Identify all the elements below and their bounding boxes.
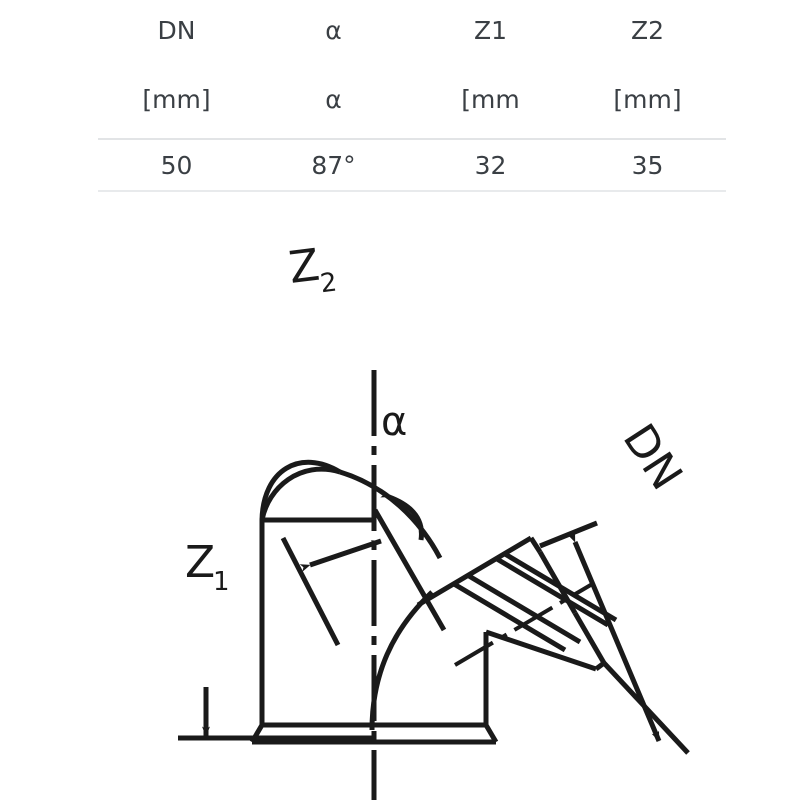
table-unit-row: [mm] α [mm [mm] [98,60,726,139]
dn-dimension [539,520,690,755]
z2-label-subscript: 2 [319,268,339,300]
spigot-step-top [528,536,543,554]
header-cell-z1: Z1 [473,15,508,45]
elbow-drawing: Z 2 α Z 1 DN [0,220,800,800]
back-arc-lower [259,466,341,521]
z2-extension-right [372,508,447,632]
alpha-arc-arrow [380,491,426,541]
spigot-rib-2 [467,573,582,645]
unit-cell-dn: [mm] [142,84,211,114]
table-data-row: 50 87° 32 35 [98,138,726,192]
dn-dimension-arrow [567,531,662,742]
body-crown-left [259,459,342,521]
header-cell-z2: Z2 [630,15,665,45]
z1-label: Z 1 [185,537,230,597]
unit-cell-z1: [mm [461,84,520,114]
z1-label-subscript: 1 [213,567,230,597]
value-cell-z2: 35 [569,138,726,192]
z1-dimension [178,687,372,741]
elbow-throat-curve [369,590,434,731]
spigot-rib-1 [452,581,567,653]
throat-inner-arc [369,590,434,731]
z2-label-base: Z [286,240,322,294]
specification-table: DN α Z1 Z2 [mm] α [mm [mm] 50 87° 32 35 [98,0,726,220]
dn-label: DN [613,415,692,499]
value-cell-alpha: 87° [255,138,412,192]
dimensions-table: DN α Z1 Z2 [mm] α [mm [mm] 50 87° 32 35 [98,0,726,192]
header-cell-dn: DN [157,15,196,45]
spigot-centerline [453,581,596,667]
spigot-centerline-path [453,581,596,667]
spigot-step-lower [594,661,606,671]
spigot-flank-left [416,535,533,608]
z2-label: Z 2 [286,240,339,300]
unit-cell-alpha: α [325,84,342,114]
unit-cell-z2: [mm] [613,84,682,114]
table-header-row: DN α Z1 Z2 [98,0,726,60]
alpha-angle-indicator [380,491,426,541]
z2-dimension-arrow [299,538,382,572]
alpha-label: α [381,399,407,445]
z2-extension-left [280,536,341,647]
rim-right-flare [483,723,499,744]
value-cell-z1: 32 [412,138,569,192]
dn-extension-top [539,520,598,549]
angled-spigot [416,535,618,672]
value-cell-dn: 50 [98,138,255,192]
dn-label-text: DN [613,415,692,499]
header-cell-alpha: α [325,15,342,45]
elbow-drawing-svg: Z 2 α Z 1 DN [178,240,692,800]
z1-label-base: Z [185,537,215,588]
